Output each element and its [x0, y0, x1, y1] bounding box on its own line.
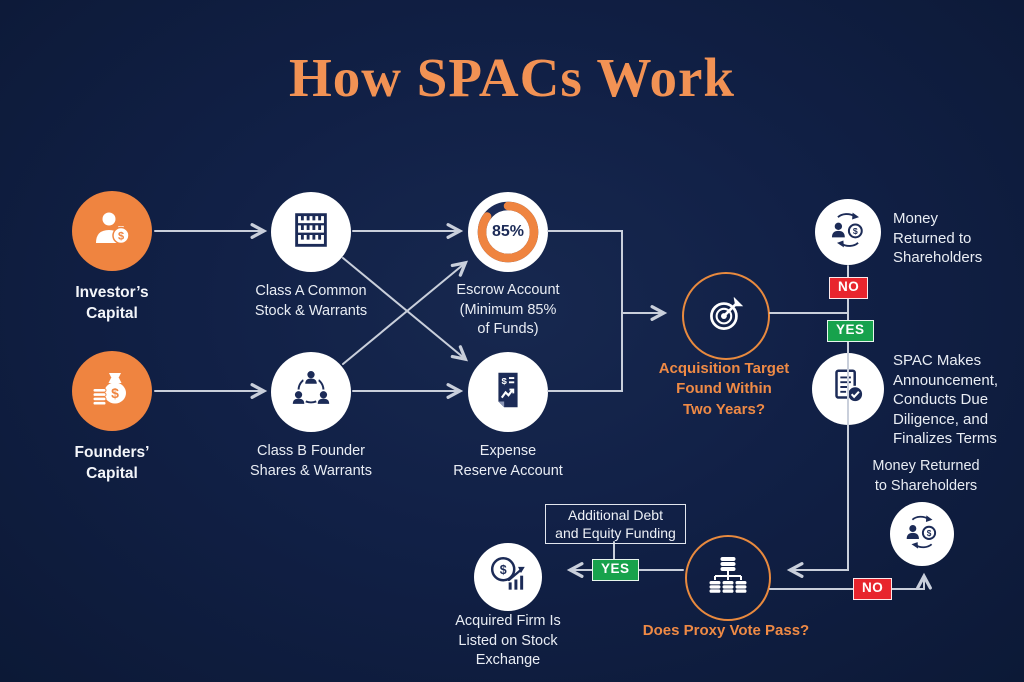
svg-text:$: $ [118, 230, 124, 242]
proxy-vote-node [685, 535, 771, 621]
svg-text:$: $ [502, 376, 508, 387]
document-check-icon [825, 364, 871, 415]
svg-text:$: $ [500, 563, 507, 577]
money-exchange-icon: $ [901, 511, 943, 558]
abacus-icon [288, 207, 334, 258]
no-badge-top: NO [829, 277, 869, 299]
acquisition-target-node [682, 272, 770, 360]
expense-node: $ [468, 352, 548, 432]
expense-label: Expense Reserve Account [453, 443, 563, 479]
expense-document-icon: $ [485, 367, 531, 418]
class-a-node [271, 192, 351, 272]
people-network-icon [288, 367, 334, 418]
money-exchange-icon: $ [826, 208, 870, 257]
money-returned-bottom-label: Money Returned to Shareholders [872, 458, 980, 494]
additional-funding-box: Additional Debt and Equity Funding [545, 504, 686, 544]
moneybag-coins-icon: $ [88, 365, 136, 418]
acquired-firm-node: $ [474, 543, 542, 611]
target-dart-icon [701, 289, 751, 344]
founders-capital-node: $ [72, 351, 152, 431]
page-title: How SPACs Work [289, 47, 735, 108]
class-b-node [271, 352, 351, 432]
yes-badge-top: YES [827, 320, 874, 342]
founders-capital-label: Founders’ Capital [74, 444, 150, 483]
investors-capital-node: $ [72, 191, 152, 271]
money-returned-bottom-node: $ [890, 502, 954, 566]
class-b-label: Class B Founder Shares & Warrants [250, 443, 372, 479]
escrow-label: Escrow Account (Minimum 85% of Funds) [456, 282, 560, 338]
no-badge-bottom: NO [853, 578, 893, 600]
acquired-firm-label: Acquired Firm Is Listed on Stock Exchang… [455, 613, 561, 669]
yes-badge-bottom: YES [592, 559, 639, 581]
escrow-node: 85% [468, 192, 548, 272]
investors-capital-label: Investor’s Capital [75, 284, 149, 323]
class-a-label: Class A Common Stock & Warrants [254, 283, 368, 319]
investor-moneybag-icon: $ [88, 205, 136, 258]
money-returned-top-label: Money Returned to Shareholders [893, 210, 983, 266]
database-distribution-icon [704, 552, 752, 605]
coin-growth-icon: $ [485, 552, 531, 603]
spac-announcement-label: SPAC Makes Announcement, Conducts Due Di… [893, 352, 999, 447]
acquisition-target-label: Acquisition Target Found Within Two Year… [658, 360, 790, 418]
svg-text:$: $ [853, 226, 858, 236]
proxy-vote-label: Does Proxy Vote Pass? [642, 622, 810, 639]
svg-text:$: $ [927, 527, 932, 537]
escrow-percent: 85% [491, 223, 525, 240]
svg-text:$: $ [111, 385, 119, 401]
donut-chart-85 [468, 201, 548, 276]
money-returned-top-node: $ [815, 199, 881, 265]
